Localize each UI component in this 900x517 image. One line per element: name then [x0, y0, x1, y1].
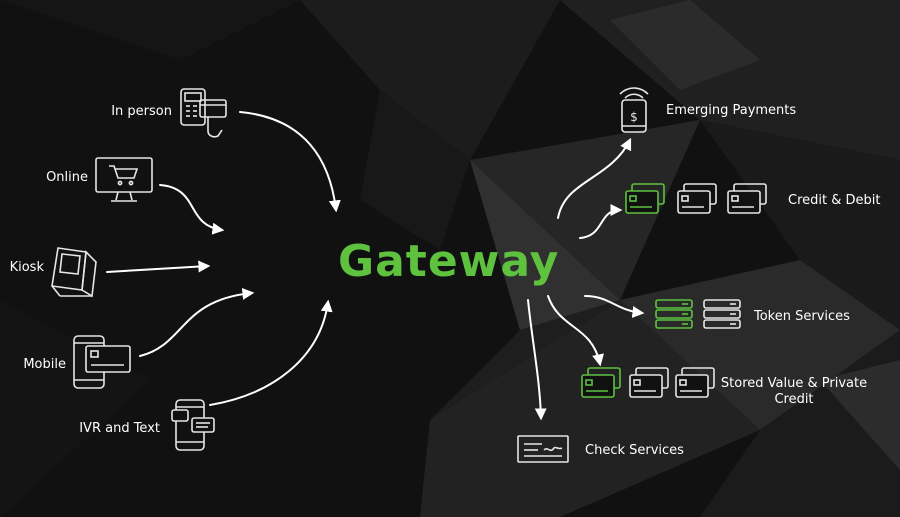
- arrow-credit: [579, 204, 623, 239]
- stored-value-cards-icon: [581, 367, 715, 398]
- input-label-ivr-text: IVR and Text: [79, 421, 160, 436]
- phone-card-icon: [73, 335, 131, 389]
- monitor-shopping-cart-icon: [95, 157, 153, 202]
- arrow-ivr: [209, 299, 333, 406]
- output-label-stored-value: Stored Value & Private Credit: [716, 376, 872, 408]
- output-label-credit-debit: Credit & Debit: [788, 193, 881, 208]
- arrow-emerging: [557, 137, 632, 219]
- arrow-stored: [547, 295, 604, 367]
- server-stack-icon: [655, 299, 741, 329]
- gateway-title: Gateway: [338, 236, 560, 287]
- check-icon: [517, 435, 569, 463]
- input-label-in-person: In person: [111, 104, 172, 119]
- output-label-stored-value-line2: Credit: [774, 392, 814, 407]
- input-label-online: Online: [46, 170, 88, 185]
- output-label-check-services: Check Services: [585, 443, 684, 458]
- arrow-in-person: [239, 111, 341, 213]
- arrow-mobile: [139, 287, 255, 357]
- output-label-stored-value-line1: Stored Value & Private: [720, 376, 868, 391]
- kiosk-icon: [51, 247, 97, 298]
- arrow-kiosk: [106, 260, 211, 273]
- credit-cards-icon: [625, 183, 767, 214]
- pos-terminal-card-icon: [180, 88, 227, 138]
- input-label-kiosk: Kiosk: [9, 260, 44, 275]
- arrow-check: [527, 299, 547, 421]
- phone-chat-icon: [171, 399, 215, 451]
- output-label-emerging-payments: Emerging Payments: [666, 103, 797, 118]
- input-label-mobile: Mobile: [23, 357, 66, 372]
- svg-text:$: $: [630, 110, 638, 124]
- arrow-online: [159, 184, 225, 235]
- contactless-phone-icon: $: [619, 87, 649, 133]
- arrow-token: [584, 295, 645, 318]
- output-label-token-services: Token Services: [754, 309, 850, 324]
